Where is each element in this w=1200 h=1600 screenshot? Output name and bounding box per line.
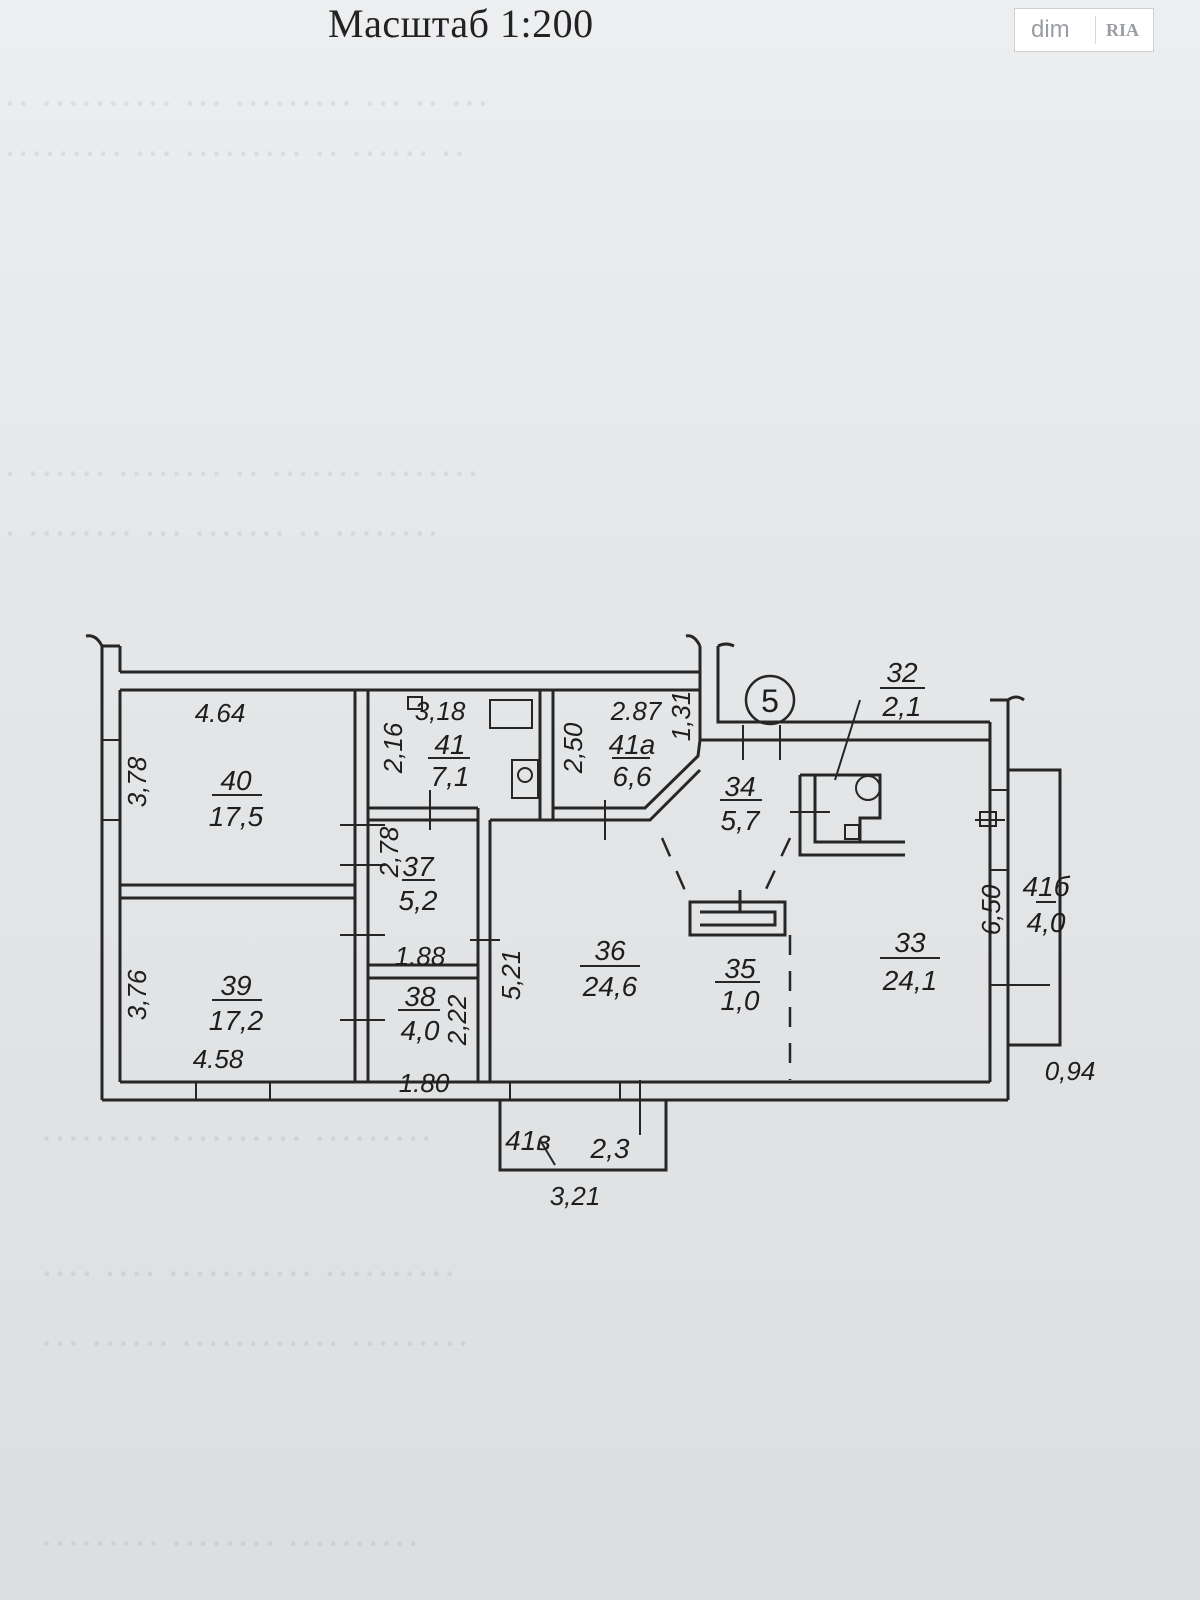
room-area: 2,3 [590, 1133, 630, 1164]
fixture-33 [979, 811, 997, 827]
room-number: 34 [724, 771, 755, 802]
room-number: 37 [402, 851, 435, 882]
dimension-label: 6,50 [976, 884, 1006, 935]
room-area: 4,0 [1027, 907, 1066, 938]
room-number: 33 [894, 927, 926, 958]
kitchen-dashed-line [660, 837, 792, 1080]
window-bottom-mid [509, 1081, 621, 1101]
faded-background-text: ·· ······ ········ ·· ······· ········ [0, 451, 480, 496]
stove-fixture [855, 775, 881, 801]
room-area: 4,0 [401, 1015, 440, 1046]
faded-background-text: ·· ········ ··· ······· ·· ········ [0, 511, 440, 556]
dimension-label: 1.80 [399, 1068, 450, 1098]
dimension-label: 4.58 [193, 1044, 244, 1074]
partition [800, 773, 882, 842]
wall-stub-left [85, 634, 122, 672]
partition [553, 739, 702, 822]
balcony-41b-outline [1008, 768, 1062, 1047]
top-wall [120, 670, 700, 692]
wall-stub-mid-cap [685, 634, 735, 648]
unit-number-circle [744, 674, 796, 726]
partition [120, 883, 355, 900]
room-area: 2,1 [882, 691, 922, 722]
room-area: 1,0 [721, 985, 760, 1016]
room-number: 41в [505, 1125, 551, 1156]
vent-fixture [407, 696, 423, 710]
partition [353, 690, 370, 1082]
dimension-label: 2.87 [610, 696, 663, 726]
room-number: 38 [404, 981, 436, 1012]
dimension-label: 2,22 [442, 994, 472, 1046]
room-number: 35 [724, 953, 756, 984]
window-right [989, 789, 1009, 871]
room-area: 24,1 [882, 965, 938, 996]
toilet-fixture [511, 759, 539, 799]
bottom-wall [102, 1080, 1008, 1102]
faded-background-text: ········· ········ ·········· [40, 1521, 420, 1566]
unit-number: 5 [761, 683, 779, 719]
dimension-label: 5,21 [496, 950, 526, 1001]
faded-background-text: ·········· ··· ········· ·· ······ ·· [0, 131, 467, 176]
room-fraction-bars [212, 687, 1056, 1166]
room-area: 7,1 [431, 761, 470, 792]
room-area: 17,5 [209, 801, 264, 832]
partition [798, 775, 905, 857]
dimension-label: 3,78 [122, 756, 152, 807]
toilet-bowl [517, 767, 533, 783]
scale-title: Масштаб 1:200 [328, 1, 594, 46]
room-number: 40 [220, 765, 252, 796]
room-number: 36 [594, 935, 626, 966]
watermark-divider [1095, 16, 1096, 44]
room-area: 24,6 [582, 971, 638, 1002]
room-area: 5,2 [399, 885, 438, 916]
window-bottom-left [195, 1081, 271, 1101]
dimension-label: 1.88 [395, 941, 446, 971]
room-area: 5,7 [721, 805, 761, 836]
dimension-label: 3,21 [550, 1181, 601, 1211]
room-number: 39 [220, 970, 251, 1001]
dimria-watermark-logo: dim RIA [1014, 8, 1154, 52]
window-left [101, 739, 121, 821]
watermark-brand-text: RIA [1106, 19, 1140, 40]
faded-background-text: ···· ···· ··········· ·········· [40, 1251, 457, 1296]
room-area: 17,2 [209, 1005, 264, 1036]
dimension-label: 2,50 [558, 722, 588, 774]
room-number: 32 [886, 657, 918, 688]
right-wall [988, 695, 1025, 1100]
room-number: 41б [1023, 871, 1071, 902]
partition [538, 690, 555, 820]
partition [368, 806, 478, 822]
kitchen-fixture [844, 824, 860, 840]
door-marks [340, 725, 1050, 1135]
faded-background-text: ········· ·········· ········· [40, 1116, 433, 1161]
dimension-label: 3,18 [415, 696, 466, 726]
partition [476, 808, 492, 1082]
dimension-label: 1,31 [666, 691, 696, 742]
faded-background-text: ··· ······ ············ ········· [40, 1321, 470, 1366]
balcony-41v-outline [498, 1100, 668, 1172]
watermark-site-text: dim [1031, 16, 1070, 43]
dimension-label: 2,16 [378, 722, 408, 774]
island-35-outline [688, 900, 787, 937]
sink-fixture [489, 699, 533, 729]
room-number: 41а [609, 729, 656, 760]
dimension-label: 0,94 [1045, 1056, 1096, 1086]
dimension-label: 4.64 [195, 698, 246, 728]
faded-background-text: ··· ·········· ··· ········· ··· ·· ··· [0, 81, 490, 126]
partition [368, 963, 478, 980]
dimension-label: 3,76 [122, 969, 152, 1020]
dimension-label: 2,78 [374, 826, 404, 878]
room-area: 6,6 [613, 761, 652, 792]
outer-wall [100, 646, 122, 1100]
room-number: 41 [434, 729, 465, 760]
